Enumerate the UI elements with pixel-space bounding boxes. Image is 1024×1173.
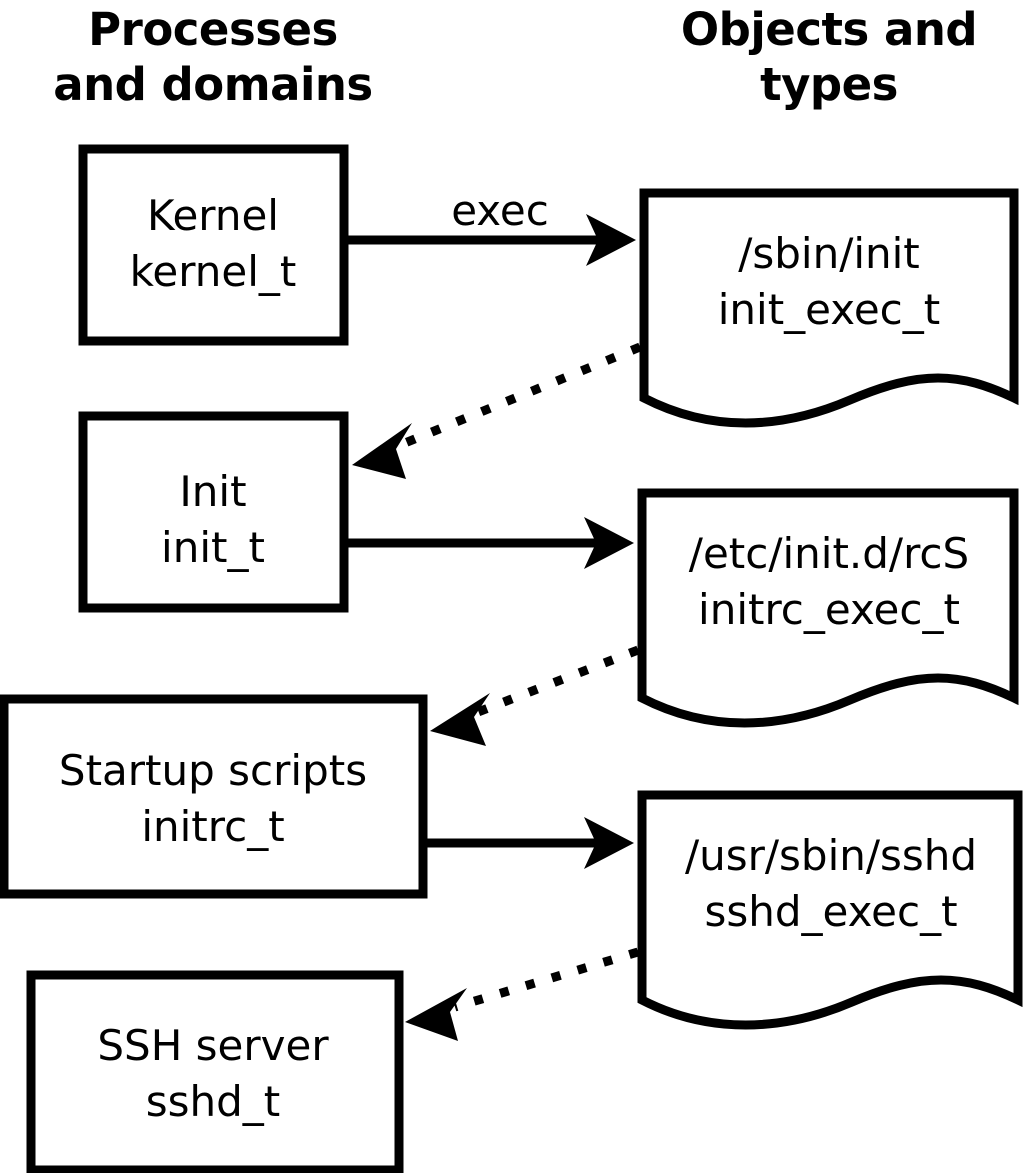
node-ssh-server-box[interactable] — [26, 970, 404, 1173]
node-usr-sbin-sshd-doc[interactable] — [637, 790, 1023, 1030]
node-usr-sbin-sshd-line1: /usr/sbin/sshd — [685, 831, 977, 880]
arrow-head-icon — [584, 817, 634, 869]
edge-sshdexec-to-sshd — [405, 947, 640, 1041]
node-ssh-server-line2: sshd_t — [146, 1077, 281, 1126]
edge-startup-exec-sshd — [427, 817, 634, 869]
node-sbin-init-line2: init_exec_t — [718, 285, 941, 334]
node-startup-scripts-line2: initrc_t — [141, 802, 284, 851]
header-objects-line2: types — [760, 58, 898, 111]
edge-kernel-exec-init: exec — [348, 186, 636, 266]
edge-label-exec: exec — [451, 186, 549, 235]
node-sbin-init-doc[interactable] — [639, 188, 1019, 428]
edge-init-exec-rcs — [348, 517, 634, 569]
edge-line — [476, 645, 640, 717]
node-sbin-init-line1: /sbin/init — [738, 229, 920, 278]
column-header-objects: Objects and types — [681, 3, 978, 111]
node-etc-initd-rcs[interactable]: /etc/init.d/rcS initrc_exec_t — [637, 488, 1019, 728]
arrow-head-icon — [405, 988, 467, 1041]
node-ssh-server[interactable]: SSH server sshd_t — [26, 970, 404, 1173]
node-usr-sbin-sshd-line2: sshd_exec_t — [704, 887, 957, 936]
node-init-line1: Init — [179, 467, 246, 516]
node-kernel-line1: Kernel — [147, 191, 279, 240]
node-kernel-box[interactable] — [78, 144, 349, 346]
column-header-processes: Processes and domains — [53, 3, 373, 111]
node-etc-initd-rcs-line1: /etc/init.d/rcS — [689, 529, 969, 578]
node-init-box[interactable] — [78, 411, 349, 613]
edge-line — [453, 947, 640, 1012]
arrow-head-icon — [352, 423, 412, 479]
node-etc-initd-rcs-line2: initrc_exec_t — [698, 585, 960, 634]
arrow-head-icon — [584, 517, 634, 569]
header-processes-line2: and domains — [53, 58, 372, 111]
node-init[interactable]: Init init_t — [78, 411, 349, 613]
edge-line — [398, 342, 642, 450]
header-processes-line1: Processes — [88, 3, 338, 56]
node-kernel[interactable]: Kernel kernel_t — [78, 144, 349, 346]
arrow-head-icon — [586, 214, 636, 266]
node-ssh-server-line1: SSH server — [97, 1021, 329, 1070]
edge-initrcexec-to-startup — [430, 645, 640, 746]
header-objects-line1: Objects and — [681, 3, 977, 56]
node-sbin-init[interactable]: /sbin/init init_exec_t — [639, 188, 1019, 428]
node-startup-scripts-line1: Startup scripts — [59, 746, 367, 795]
node-init-line2: init_t — [161, 523, 265, 572]
node-kernel-line2: kernel_t — [130, 247, 297, 296]
node-usr-sbin-sshd[interactable]: /usr/sbin/sshd sshd_exec_t — [637, 790, 1023, 1030]
arrow-head-icon — [430, 693, 490, 746]
node-startup-scripts-box[interactable] — [0, 694, 428, 899]
node-etc-initd-rcs-doc[interactable] — [637, 488, 1019, 728]
node-startup-scripts[interactable]: Startup scripts initrc_t — [0, 694, 428, 899]
edge-initexec-to-init — [352, 342, 642, 479]
